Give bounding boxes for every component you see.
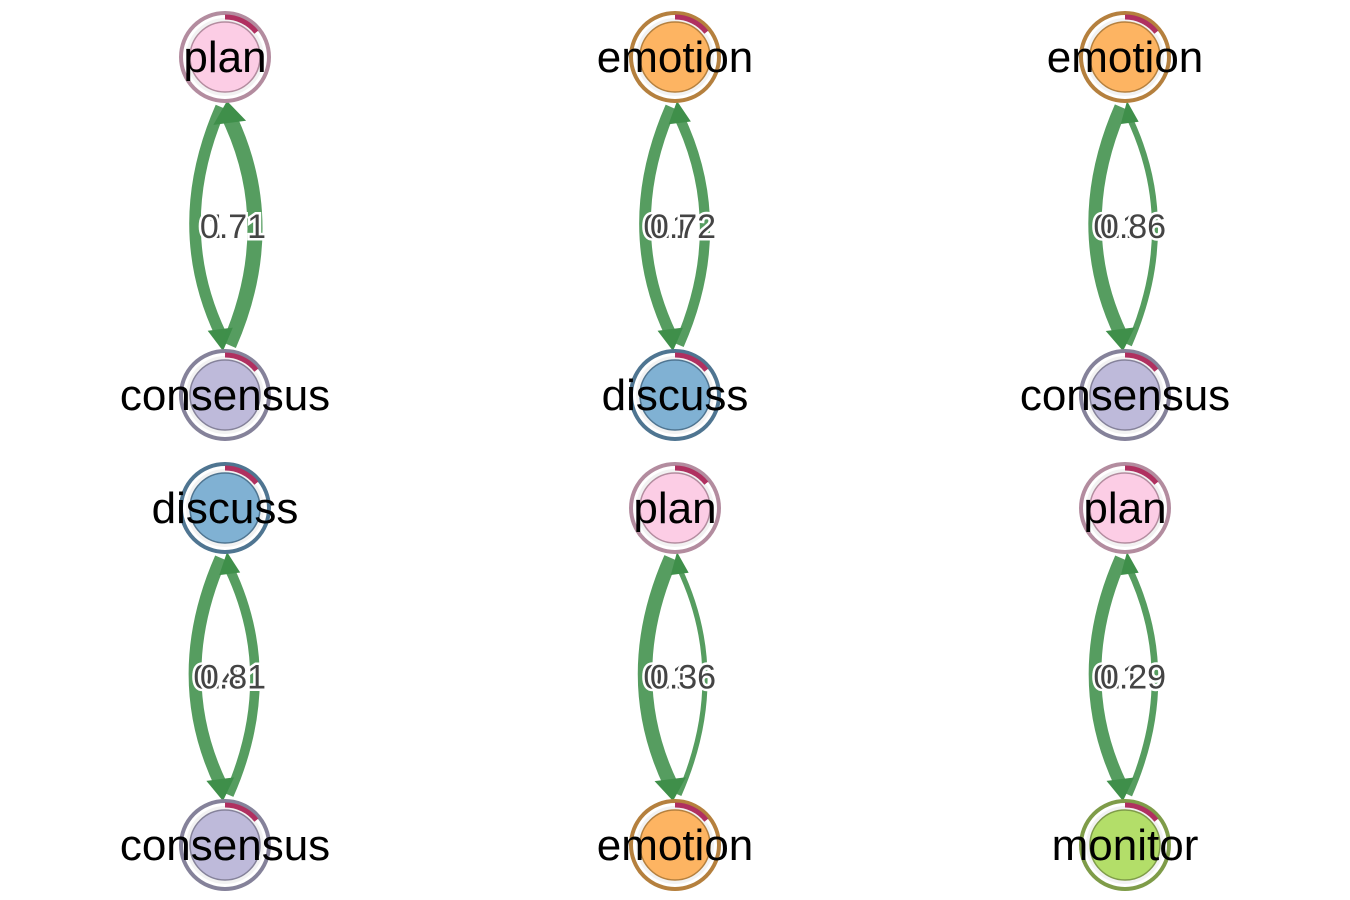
node-discuss-label: discuss <box>602 371 749 420</box>
node-discuss-circle[interactable] <box>189 472 261 544</box>
network-panel-5: 0.10.36 plan emotion <box>597 462 754 891</box>
node-discuss-pie-segment <box>674 352 709 372</box>
node-plan-ring <box>1079 462 1171 554</box>
node-consensus-circle[interactable] <box>189 809 261 881</box>
node-consensus-circle[interactable] <box>1089 359 1161 431</box>
node-emotion-ring <box>629 799 721 891</box>
edge-consensus-to-plan <box>222 113 263 349</box>
edge-weight-label-down: 0.72 <box>650 208 716 246</box>
node-emotion-circle[interactable] <box>639 809 711 881</box>
edge-plan-to-monitor <box>1088 555 1127 788</box>
edge-weight-label-down: 0.29 <box>1100 659 1166 697</box>
edge-emotion-to-consensus <box>1088 104 1128 338</box>
node-plan-label: plan <box>183 33 266 82</box>
edge-consensus-to-discuss-arrowhead <box>219 552 241 576</box>
node-consensus-label: consensus <box>1020 371 1230 420</box>
edge-emotion-to-consensus-arrowhead <box>1105 327 1135 351</box>
edge-consensus-to-plan-arrowhead <box>213 101 247 125</box>
node-discuss-ring <box>629 349 721 441</box>
edge-emotion-to-discuss-arrowhead <box>657 327 683 351</box>
node-plan-label: plan <box>1083 484 1166 533</box>
node-emotion-label: emotion <box>597 33 754 82</box>
edge-emotion-to-discuss <box>639 104 677 338</box>
node-plan-pie-segment <box>1124 465 1159 485</box>
node-plan-pie-segment <box>224 14 259 34</box>
edge-discuss-to-consensus-arrowhead <box>206 777 235 801</box>
edge-weight-label-up: 0.1 <box>643 659 690 697</box>
edge-weight-label-up: 1 <box>208 208 227 246</box>
edge-weight-label-down: 0.81 <box>200 659 266 697</box>
node-emotion-circle[interactable] <box>639 21 711 93</box>
node-monitor-circle[interactable] <box>1089 809 1161 881</box>
edge-weight-label-down: 0.36 <box>650 659 716 697</box>
edge-discuss-to-consensus <box>188 555 227 788</box>
node-consensus-circle[interactable] <box>189 359 261 431</box>
node-plan-ring <box>179 11 271 103</box>
edge-weight-label-up: 0.1 <box>643 208 690 246</box>
edge-weight-label-down: 0.71 <box>200 208 266 246</box>
edge-emotion-to-plan-arrowhead <box>670 552 689 575</box>
node-consensus-ring <box>179 349 271 441</box>
edge-consensus-to-discuss <box>224 565 260 797</box>
node-discuss-pie-segment <box>224 465 259 485</box>
edge-weight-label-up: 0.1 <box>1093 659 1140 697</box>
node-discuss-ring <box>179 462 271 554</box>
node-emotion-pie-segment <box>674 802 709 822</box>
node-plan-circle[interactable] <box>189 21 261 93</box>
node-discuss-circle[interactable] <box>639 359 711 431</box>
edge-plan-to-emotion-arrowhead <box>654 777 686 801</box>
node-emotion-label: emotion <box>597 821 754 870</box>
node-emotion-circle[interactable] <box>1089 21 1161 93</box>
node-plan-label: plan <box>633 484 716 533</box>
node-monitor-label: monitor <box>1052 821 1199 870</box>
node-consensus-label: consensus <box>120 821 330 870</box>
edge-plan-to-emotion <box>637 555 678 789</box>
node-consensus-pie-segment <box>224 352 259 372</box>
node-consensus-pie-segment <box>224 802 259 822</box>
node-plan-circle[interactable] <box>639 472 711 544</box>
network-panel-6: 0.10.29 plan monitor <box>1052 462 1199 891</box>
edge-discuss-to-emotion <box>674 114 711 348</box>
node-plan-pie-segment <box>674 465 709 485</box>
node-consensus-pie-segment <box>1124 352 1159 372</box>
node-monitor-pie-segment <box>1124 802 1159 822</box>
edge-weight-label-up: 0.1 <box>1093 208 1140 246</box>
node-discuss-label: discuss <box>152 484 299 533</box>
node-emotion-label: emotion <box>1047 33 1204 82</box>
edge-discuss-to-emotion-arrowhead <box>668 101 691 125</box>
edge-weight-label-down: 0.86 <box>1100 208 1166 246</box>
node-emotion-ring <box>1079 11 1171 103</box>
node-emotion-ring <box>629 11 721 103</box>
edge-consensus-to-emotion-arrowhead <box>1120 101 1139 124</box>
network-panel-1: 10.71 plan consensus <box>120 11 330 441</box>
node-consensus-label: consensus <box>120 371 330 420</box>
node-emotion-pie-segment <box>674 14 709 34</box>
network-panel-2: 0.10.72 emotion discuss <box>597 11 754 441</box>
edge-monitor-to-plan-arrowhead <box>1120 552 1139 575</box>
node-emotion-pie-segment <box>1124 14 1159 34</box>
edge-plan-to-monitor-arrowhead <box>1106 777 1135 801</box>
edge-consensus-to-emotion <box>1126 115 1158 347</box>
node-plan-circle[interactable] <box>1089 472 1161 544</box>
network-panel-4: 0.40.81 discuss consensus <box>120 462 330 891</box>
node-consensus-ring <box>1079 349 1171 441</box>
edge-weight-label-up: 0.4 <box>193 659 240 697</box>
edge-emotion-to-plan <box>676 566 708 797</box>
edge-monitor-to-plan <box>1125 566 1159 797</box>
node-monitor-ring <box>1079 799 1171 891</box>
node-plan-ring <box>629 462 721 554</box>
network-panel-3: 0.10.86 emotion consensus <box>1020 11 1230 441</box>
node-consensus-ring <box>179 799 271 891</box>
edge-plan-to-consensus <box>189 104 227 338</box>
